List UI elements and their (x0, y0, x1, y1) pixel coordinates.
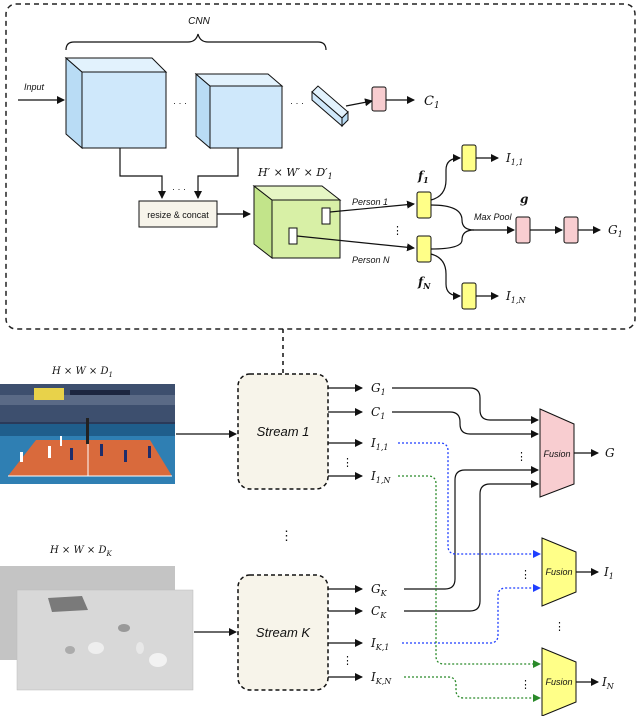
fusion-between-vdots: ⋮ (554, 621, 565, 633)
person1-label: Person 1 (352, 197, 388, 207)
s1-out-I11: I1,1 (370, 436, 388, 452)
I1N-label: I1,N (505, 289, 526, 305)
person1-crop (321, 207, 331, 225)
streams-vdots: ⋮ (280, 528, 293, 543)
fusion-G-label: Fusion (543, 449, 570, 459)
personN-label: Person N (352, 255, 390, 265)
s1-out-C1: C1 (371, 405, 385, 421)
feature-map-cube (252, 184, 342, 260)
fusion-G-output: G (605, 446, 615, 460)
fusion-I1-output: I1 (603, 565, 614, 581)
cnn-panel-border (5, 3, 636, 330)
I1N-block (461, 282, 477, 310)
cnn-brace (65, 33, 327, 51)
g-label: g (520, 192, 528, 206)
resize-concat-label: resize & concat (147, 210, 209, 220)
imgK-dims-label: H × W × DK (49, 545, 113, 558)
I11-label: I1,1 (505, 151, 523, 167)
fusion-IN-output: IN (601, 675, 615, 691)
c1-label: C1 (424, 94, 440, 111)
f1-label: f1 (417, 169, 429, 185)
fusion-G-block (539, 408, 575, 498)
cnn-cube-1 (64, 56, 168, 150)
fusion-I1-block (541, 537, 577, 607)
fusion-IN-block (541, 647, 577, 716)
resize-concat-box (138, 200, 218, 228)
stream1-box (237, 373, 329, 490)
cnn-dots-2: · · · (290, 98, 304, 108)
G1-label: G1 (608, 223, 623, 239)
s1-vdots: ⋮ (342, 457, 353, 469)
cnn-title: CNN (188, 16, 210, 27)
sK-vdots: ⋮ (342, 655, 353, 667)
f1-block (416, 191, 432, 219)
fusion-IN-label: Fusion (545, 677, 572, 687)
g-pink-block-2 (563, 216, 579, 244)
fN-block (416, 235, 432, 263)
personN-crop (288, 227, 298, 245)
fusion-I1-vdots: ⋮ (520, 569, 531, 581)
fusion-I1-label: Fusion (545, 567, 572, 577)
concat-dots: · · · (172, 184, 186, 194)
img1-dims-label: H × W × D1 (51, 366, 113, 379)
streamK-label: Stream K (256, 625, 312, 640)
fN-label: fN (417, 275, 431, 291)
person-vdots: ⋮ (392, 225, 403, 237)
feature-dims-label: H′ × W′ × D′1 (257, 166, 333, 181)
fusion-G-vdots: ⋮ (516, 451, 527, 463)
sK-out-IK1: IK,1 (370, 636, 389, 652)
volleyball-rgb-image (0, 384, 175, 484)
sK-out-GK: GK (371, 582, 388, 598)
g-pink-block-1 (515, 216, 531, 244)
stream1-label: Stream 1 (257, 424, 310, 439)
streamK-box (237, 574, 329, 691)
depth-image-stack (0, 566, 194, 691)
cnn-thin-layer (311, 85, 349, 128)
input-label: Input (24, 82, 45, 92)
fusion-IN-vdots: ⋮ (520, 679, 531, 691)
maxpool-label: Max Pool (474, 212, 513, 222)
cnn-dots-1: · · · (173, 98, 187, 108)
sK-out-IKN: IK,N (370, 670, 392, 686)
c1-pink-block (371, 86, 387, 112)
sK-out-CK: CK (371, 604, 387, 620)
cnn-cube-2 (194, 72, 284, 150)
I11-block (461, 144, 477, 172)
s1-out-G1: G1 (371, 381, 386, 397)
s1-out-I1N: I1,N (370, 469, 391, 485)
